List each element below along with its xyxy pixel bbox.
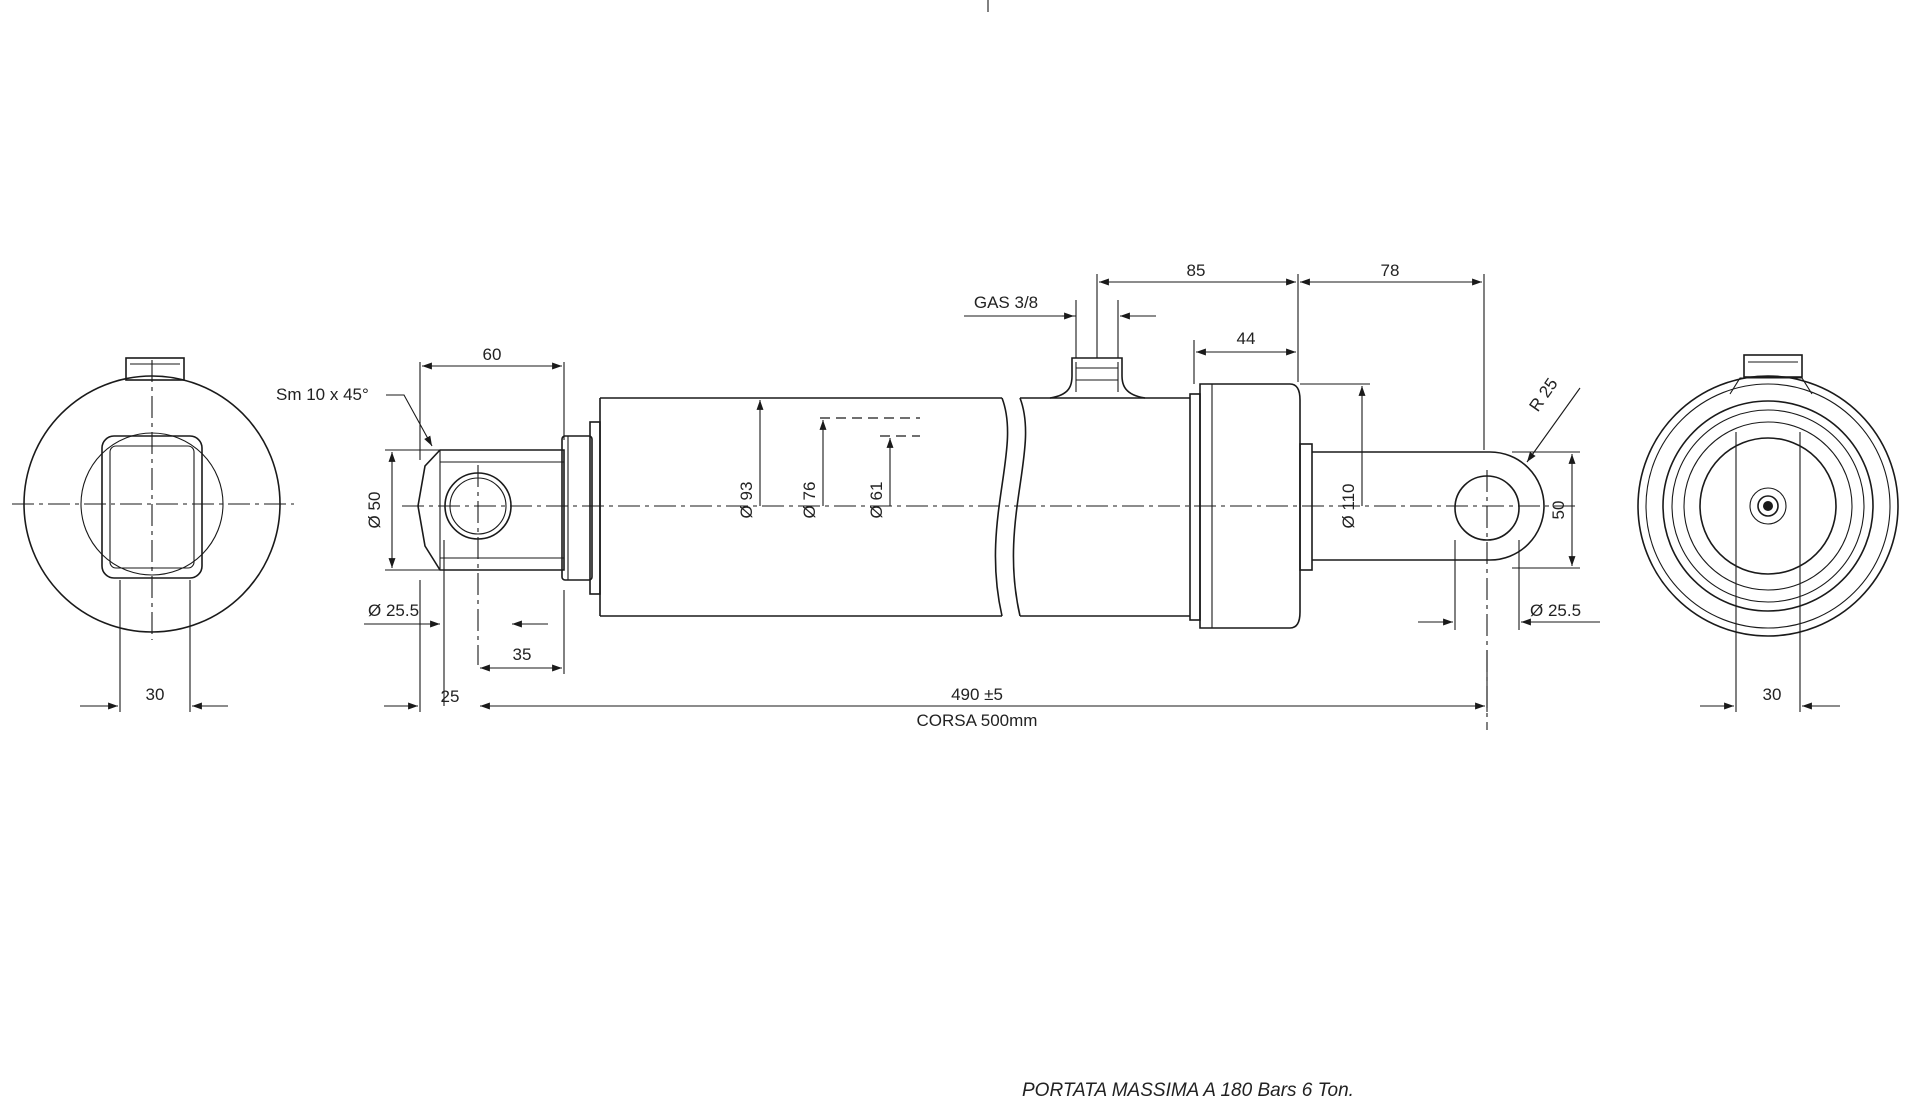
bore-93-label: Ø 93 [737,482,756,519]
left-stroke-label: 60 [483,345,502,364]
end-view-left-width-label: 30 [146,685,165,704]
stroke-label: CORSA 500mm [917,711,1038,730]
chamfer-label: Sm 10 x 45° [276,385,369,404]
cylinder-side-view [402,357,1575,730]
port-thread-label: GAS 3/8 [974,293,1038,312]
right-end-view [1637,354,1899,712]
hole-diameter-right-label: Ø 25.5 [1530,601,1581,620]
total-length-label: 490 ±5 [951,685,1003,704]
head-length-label: 44 [1237,329,1256,348]
bore-61-label: Ø 61 [867,482,886,519]
head-diameter-label: Ø 110 [1339,483,1358,528]
eye-offset-label: 35 [513,645,532,664]
hole-diameter-left-label: Ø 25.5 [368,601,419,620]
left-end-view [12,357,294,712]
bore-76-label: Ø 76 [800,482,819,519]
pin-diameter-left-label: Ø 50 [365,492,384,529]
radius-label: R 25 [1525,375,1561,415]
eye-height-right-label: 50 [1549,501,1568,520]
max-capacity-note: PORTATA MASSIMA A 180 Bars 6 Ton. [1022,1080,1354,1101]
rod-end-length-label: 78 [1381,261,1400,280]
port-spacing-label: 85 [1187,261,1206,280]
end-view-right-width-label: 30 [1763,685,1782,704]
eye-margin-label: 25 [441,687,460,706]
dimension-lines [364,274,1600,712]
